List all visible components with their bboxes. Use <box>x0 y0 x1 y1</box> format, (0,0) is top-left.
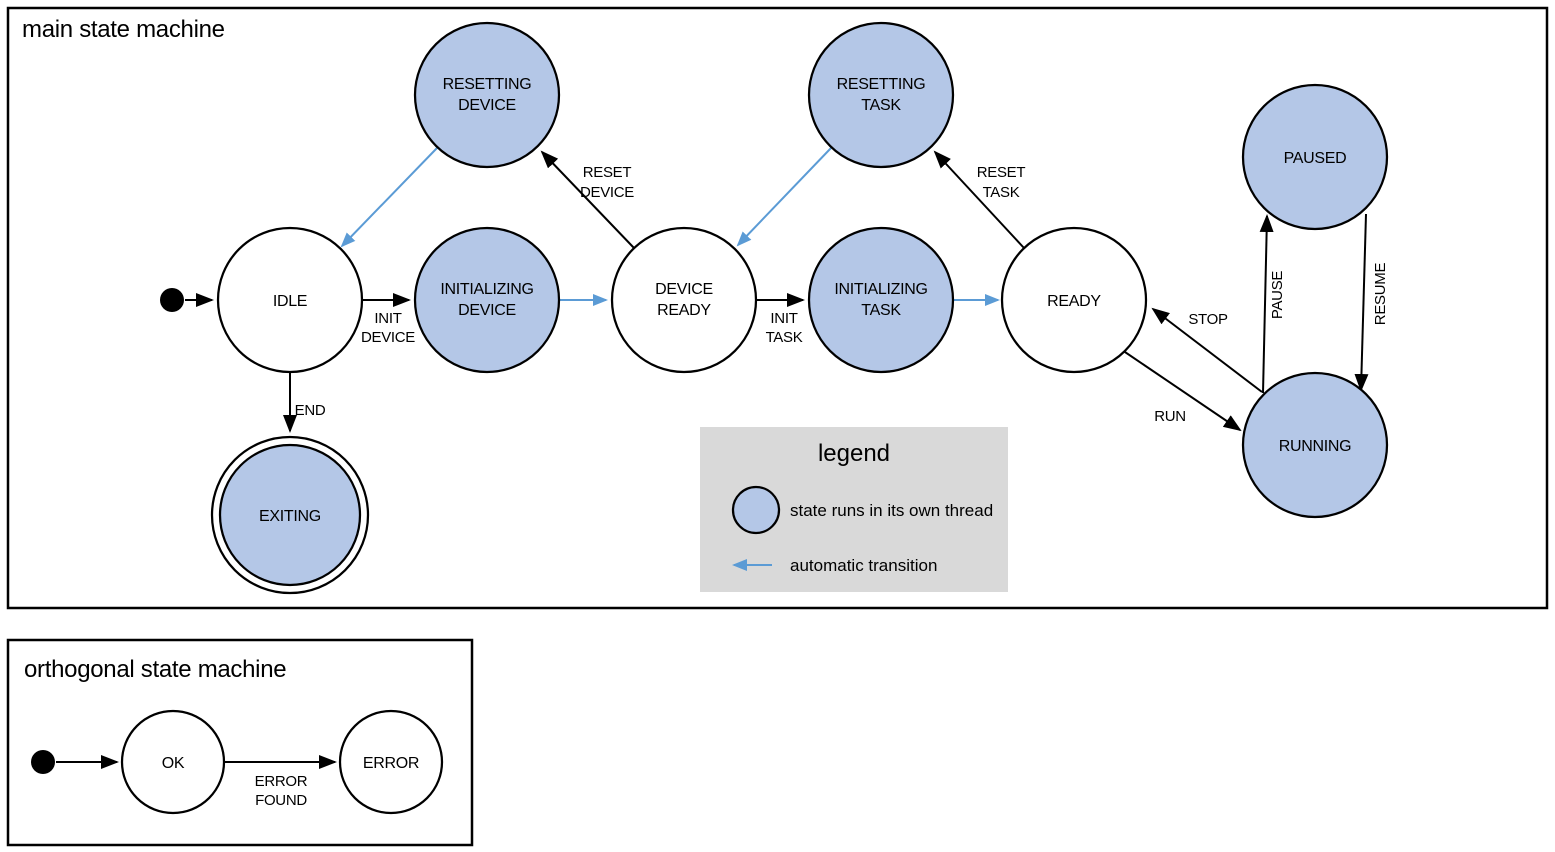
transition-label-reset-task: RESET <box>977 164 1026 181</box>
transition-auto-resetting-task-to-device-ready <box>736 147 832 247</box>
main-panel-title: main state machine <box>22 16 225 43</box>
state-label: RESETTING <box>837 76 926 93</box>
transition-label-init-task: INIT <box>770 310 797 327</box>
transition-device-ready-to-resetting-device <box>540 150 635 249</box>
legend-item-label: state runs in its own thread <box>790 501 993 520</box>
initial-state-dot <box>31 750 55 774</box>
transition-label-reset-device: DEVICE <box>580 184 634 201</box>
legend-item-label: automatic transition <box>790 556 937 575</box>
state-circle-running <box>1241 371 1389 519</box>
state-label: OK <box>162 755 185 772</box>
state-circle-resetting-task <box>807 21 955 169</box>
state-idle: IDLE <box>216 226 364 374</box>
state-initializing-task: INITIALIZING TASK <box>807 226 955 374</box>
transition-ready-to-running <box>1121 349 1242 432</box>
transition-label-end: END <box>295 402 326 419</box>
transition-running-to-paused <box>1259 214 1274 394</box>
state-circle-resetting-device <box>413 21 561 169</box>
state-label: TASK <box>861 97 901 114</box>
transition-ready-to-resetting-task <box>933 150 1025 249</box>
state-label: TASK <box>861 302 901 319</box>
transition-label-pause: PAUSE <box>1269 271 1286 320</box>
state-circle-ready <box>1000 226 1148 374</box>
state-circle-initializing-device <box>413 226 561 374</box>
state-circle-idle <box>216 226 364 374</box>
orthogonal-panel-title: orthogonal state machine <box>24 656 286 683</box>
transition-auto-resetting-device-to-idle <box>340 147 438 248</box>
state-circle-device-ready <box>610 226 758 374</box>
state-label: INITIALIZING <box>834 281 927 298</box>
transition-label-reset-device: RESET <box>583 164 632 181</box>
transition-label-resume: RESUME <box>1372 263 1389 326</box>
state-label: DEVICE <box>458 97 516 114</box>
state-label: IDLE <box>273 293 307 310</box>
main-state-machine-panel: main state machine INIT DEVICE INIT TASK… <box>6 6 1549 610</box>
state-label: EXITING <box>259 508 321 525</box>
state-resetting-device: RESETTING DEVICE <box>413 21 561 169</box>
transition-label-error-found: FOUND <box>255 792 307 809</box>
state-label: DEVICE <box>458 302 516 319</box>
state-device-ready: DEVICE READY <box>610 226 758 374</box>
state-label: READY <box>1047 293 1101 310</box>
state-circle-initializing-task <box>807 226 955 374</box>
state-initializing-device: INITIALIZING DEVICE <box>413 226 561 374</box>
transition-label-run: RUN <box>1154 408 1186 425</box>
state-resetting-task: RESETTING TASK <box>807 21 955 169</box>
transition-label-reset-task: TASK <box>983 184 1020 201</box>
state-ready: READY <box>1000 226 1148 374</box>
state-circle-paused <box>1241 83 1389 231</box>
state-label: RUNNING <box>1279 438 1352 455</box>
transition-label-init-task: TASK <box>766 329 803 346</box>
state-running: RUNNING <box>1241 371 1389 519</box>
legend-title: legend <box>818 440 890 467</box>
state-circle-exiting <box>218 443 362 587</box>
transition-label-init-device: DEVICE <box>361 329 415 346</box>
state-error: ERROR <box>338 709 444 815</box>
orthogonal-state-machine-panel: orthogonal state machine ERROR FOUND OK … <box>6 638 474 847</box>
transition-label-init-device: INIT <box>374 310 401 327</box>
state-label: READY <box>657 302 711 319</box>
initial-state-dot <box>160 288 184 312</box>
state-exiting-final: EXITING <box>210 435 370 595</box>
transition-running-to-ready <box>1151 307 1263 393</box>
state-ok: OK <box>120 709 226 815</box>
legend-threaded-state-icon <box>731 485 781 535</box>
state-circle-ok <box>120 709 226 815</box>
state-label: DEVICE <box>655 281 713 298</box>
state-label: ERROR <box>363 755 419 772</box>
transition-paused-to-running <box>1354 213 1369 392</box>
transition-label-error-found: ERROR <box>255 773 308 790</box>
state-circle-error <box>338 709 444 815</box>
legend: legend state runs in its own thread auto… <box>700 427 1008 592</box>
state-label: INITIALIZING <box>440 281 533 298</box>
state-paused: PAUSED <box>1241 83 1389 231</box>
state-label: RESETTING <box>443 76 532 93</box>
transition-label-stop: STOP <box>1188 311 1228 328</box>
state-label: PAUSED <box>1284 150 1347 167</box>
